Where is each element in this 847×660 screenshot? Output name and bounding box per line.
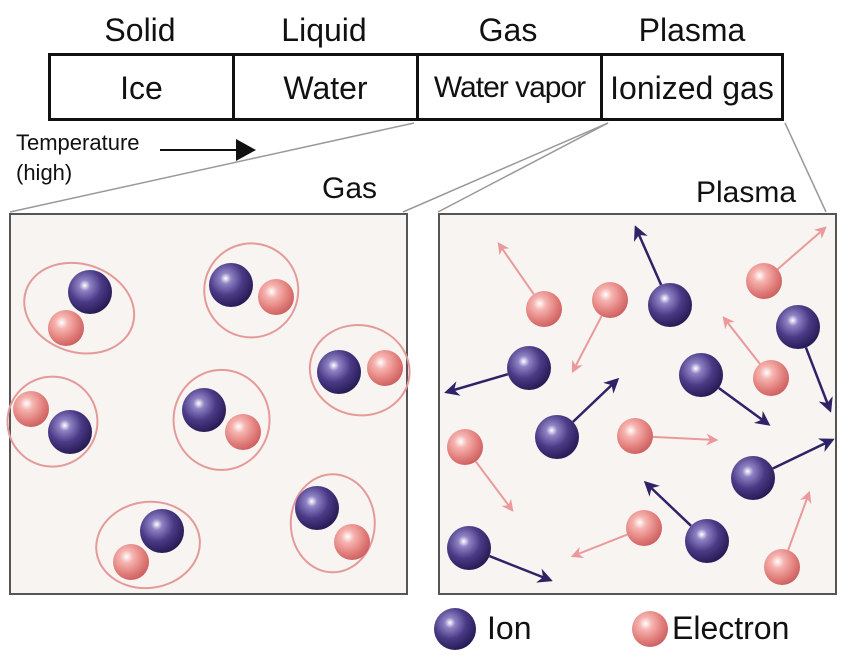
- electron: [746, 263, 782, 299]
- ion: [68, 270, 112, 314]
- ion: [776, 305, 820, 349]
- legend-electron-icon: [632, 611, 668, 647]
- ion-velocity-arrow: [643, 480, 692, 527]
- ion-velocity-arrow: [633, 225, 663, 286]
- temperature-label-line1: Temperature: [16, 130, 140, 155]
- ion: [48, 410, 92, 454]
- plasma-panel-title: Plasma: [696, 176, 797, 209]
- orbit-ring: [172, 368, 271, 471]
- box-ice: Ice: [48, 53, 232, 121]
- gas-molecules: [6, 242, 411, 590]
- electron-velocity-arrow: [722, 316, 761, 365]
- orbit-ring: [203, 242, 300, 339]
- ion-velocity-arrow: [772, 438, 835, 470]
- gas-panel-title: Gas: [322, 172, 378, 205]
- electron: [626, 510, 662, 546]
- electron: [764, 549, 800, 585]
- electron: [13, 391, 49, 427]
- ion: [447, 526, 491, 570]
- electron: [48, 310, 84, 346]
- ion-velocity-arrow: [718, 386, 771, 426]
- ion-velocity-arrow: [489, 554, 553, 583]
- neutral-atom: [172, 368, 271, 471]
- ion: [535, 415, 579, 459]
- heading-solid: Solid: [104, 12, 176, 48]
- electron: [258, 279, 294, 315]
- ion: [182, 388, 226, 432]
- ion: [317, 350, 361, 394]
- electron: [753, 360, 789, 396]
- electron: [447, 429, 483, 465]
- heading-gas: Gas: [478, 12, 538, 48]
- neutral-atom: [95, 500, 201, 590]
- legend-ion-label: Ion: [487, 610, 532, 646]
- ion: [140, 509, 184, 553]
- ion: [507, 346, 551, 390]
- ion: [731, 456, 775, 500]
- electron: [334, 524, 370, 560]
- electron-velocity-arrow: [652, 433, 719, 446]
- electron: [526, 291, 562, 327]
- heading-plasma: Plasma: [638, 12, 746, 48]
- temperature-label: Temperature (high): [16, 128, 140, 188]
- electron-velocity-arrow: [776, 226, 827, 270]
- heading-liquid: Liquid: [281, 12, 367, 48]
- ion: [209, 263, 253, 307]
- electron-velocity-arrow: [571, 315, 603, 374]
- box-water-vapor: Water vapor: [416, 53, 600, 121]
- orbit-ring: [308, 324, 411, 417]
- ion: [295, 486, 339, 530]
- orbit-ring: [95, 500, 201, 590]
- ion: [648, 283, 692, 327]
- zoom-lines: [9, 122, 827, 213]
- legend-electron-label: Electron: [672, 610, 790, 646]
- electron-velocity-arrow: [497, 242, 535, 295]
- electron: [617, 418, 653, 454]
- electron: [113, 544, 149, 580]
- ion-velocity-arrow: [804, 347, 833, 413]
- neutral-atom: [289, 473, 376, 574]
- orbit-ring: [23, 261, 136, 355]
- ion-velocity-arrow: [572, 377, 620, 423]
- orbit-ring: [289, 473, 376, 574]
- neutral-atom: [308, 324, 411, 417]
- legend-ion-icon: [434, 608, 476, 650]
- electron: [592, 282, 628, 318]
- box-water: Water: [232, 53, 416, 121]
- ion-velocity-arrow: [444, 372, 509, 396]
- electron-velocity-arrow: [787, 490, 812, 551]
- neutral-atom: [203, 242, 300, 339]
- electron-velocity-arrow: [474, 460, 514, 512]
- electron: [225, 414, 261, 450]
- temperature-arrow: [160, 139, 256, 161]
- electron: [367, 350, 403, 386]
- temperature-label-line2: (high): [16, 160, 73, 185]
- box-ionized-gas: Ionized gas: [600, 53, 784, 121]
- plasma-particles: [444, 225, 835, 585]
- electron-velocity-arrow: [570, 533, 628, 559]
- neutral-atom: [23, 261, 136, 355]
- orbit-ring: [6, 375, 99, 468]
- neutral-atom: [6, 375, 99, 468]
- ion: [679, 353, 723, 397]
- ion: [685, 519, 729, 563]
